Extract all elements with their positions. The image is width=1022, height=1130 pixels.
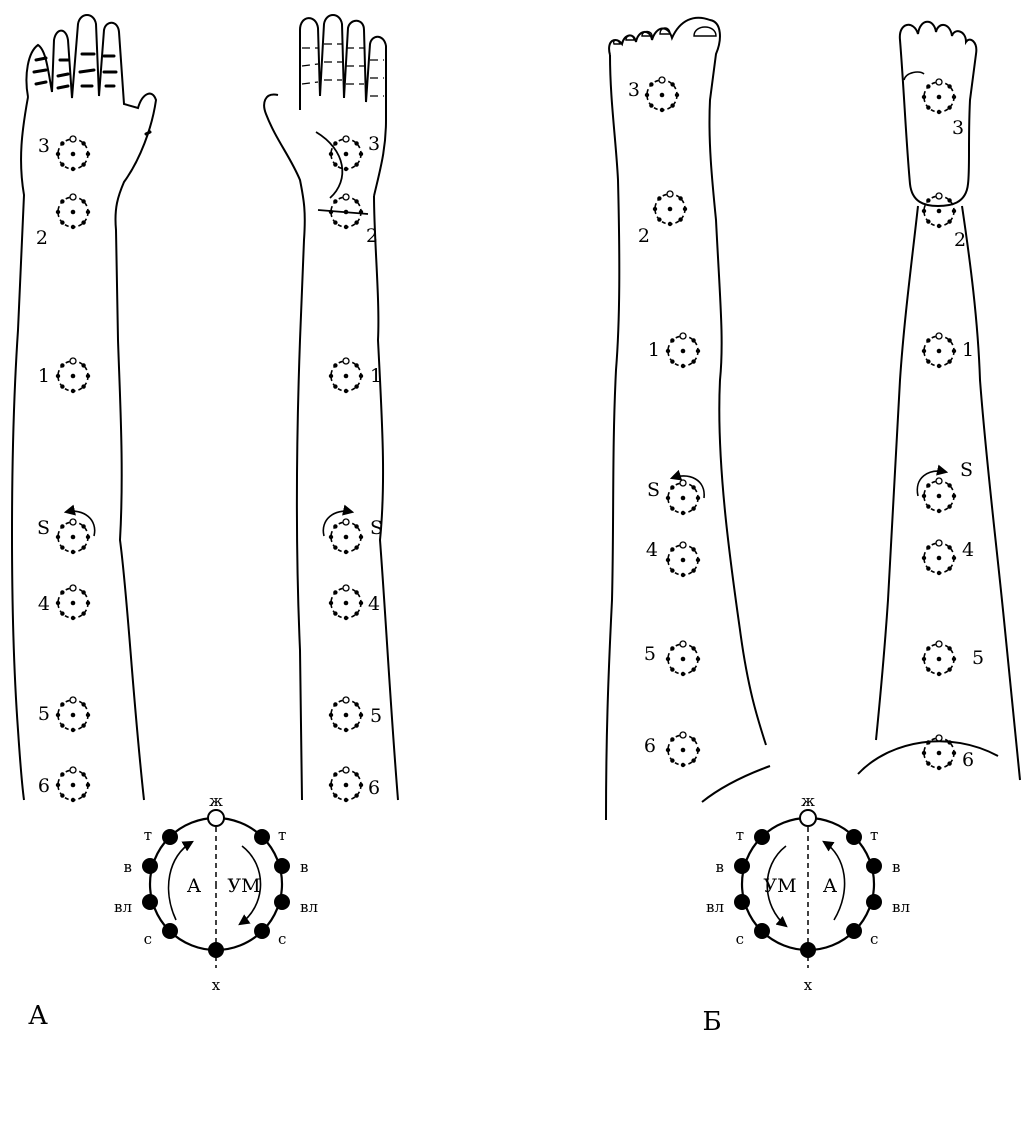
scheme-label: вл — [114, 898, 132, 916]
point-label: 5 — [644, 643, 656, 665]
scheme-label: с — [736, 930, 744, 948]
scheme-label: с — [144, 930, 152, 948]
scheme-bottom-label: х — [212, 976, 221, 994]
scheme-inner-right: А — [823, 875, 838, 897]
labels-leg-left: 3 2 1 S 4 5 6 — [628, 79, 660, 757]
scheme-label: вл — [300, 898, 318, 916]
leg-left-toes — [609, 18, 766, 745]
point-label: 1 — [648, 339, 660, 361]
point-label: 3 — [628, 79, 640, 101]
point-label: 2 — [954, 229, 966, 251]
labels-leg-right: 3 2 1 S 4 5 6 — [952, 117, 984, 771]
point-label: 6 — [38, 775, 50, 797]
point-label: 6 — [368, 777, 380, 799]
scheme-label: в — [124, 858, 132, 876]
point-label: 6 — [962, 749, 974, 771]
point-label: 4 — [368, 593, 380, 615]
point-label: 5 — [972, 647, 984, 669]
scheme-inner-left: А — [187, 875, 202, 897]
scheme-label: с — [870, 930, 878, 948]
panel-label: Б — [702, 1007, 721, 1037]
point-label: 1 — [38, 365, 50, 387]
point-label: 3 — [952, 117, 964, 139]
point-label: 4 — [646, 539, 658, 561]
scheme-label: т — [144, 826, 152, 844]
point-label: 2 — [366, 225, 378, 247]
scheme-a: ж х т в вл с т в вл с А УМ А — [28, 792, 318, 1031]
point-label: 1 — [962, 339, 974, 361]
scheme-label: т — [736, 826, 744, 844]
points-arm-left — [56, 136, 90, 802]
scheme-label: в — [892, 858, 900, 876]
point-label: 1 — [370, 365, 382, 387]
leg-left — [606, 18, 770, 820]
point-label: 5 — [370, 705, 382, 727]
labels-arm-left: 3 2 1 S 4 5 6 — [36, 135, 50, 797]
leg-left-outer — [606, 55, 619, 820]
scheme-label: вл — [706, 898, 724, 916]
point-label: 3 — [38, 135, 50, 157]
arm-left-outline — [26, 15, 156, 800]
scheme-top-label: ж — [801, 792, 815, 810]
panel-label: А — [28, 1001, 48, 1031]
scheme-label: в — [716, 858, 724, 876]
leg-right — [858, 22, 1020, 780]
points-arm-right — [329, 136, 363, 802]
point-label: 4 — [38, 593, 50, 615]
arm-left — [12, 15, 156, 800]
leg-right-inner — [962, 206, 1020, 780]
point-label: 5 — [38, 703, 50, 725]
point-label: 2 — [638, 225, 650, 247]
point-label: 3 — [368, 133, 380, 155]
point-label: S — [960, 459, 973, 481]
labels-arm-right: 3 2 1 S 4 5 6 — [366, 133, 383, 799]
point-label: S — [37, 517, 50, 539]
point-label: S — [370, 517, 383, 539]
point-label: 6 — [644, 735, 656, 757]
scheme-inner-left: УМ — [763, 875, 796, 897]
scheme-top-label: ж — [209, 792, 223, 810]
scheme-b: ж х т в вл с т в вл с УМ А Б — [702, 792, 910, 1037]
point-label: 2 — [36, 227, 48, 249]
scheme-bottom-label: х — [804, 976, 813, 994]
point-label: S — [647, 479, 660, 501]
scheme-inner-right: УМ — [227, 875, 260, 897]
point-label: 4 — [962, 539, 974, 561]
leg-right-outer — [876, 206, 918, 740]
scheme-label: т — [278, 826, 286, 844]
scheme-label: с — [278, 930, 286, 948]
arm-right-outline — [264, 95, 305, 800]
points-leg-right — [922, 79, 956, 770]
scheme-label: в — [300, 858, 308, 876]
scheme-label: вл — [892, 898, 910, 916]
arm-left-inner-edge — [12, 97, 28, 800]
scheme-label: т — [870, 826, 878, 844]
